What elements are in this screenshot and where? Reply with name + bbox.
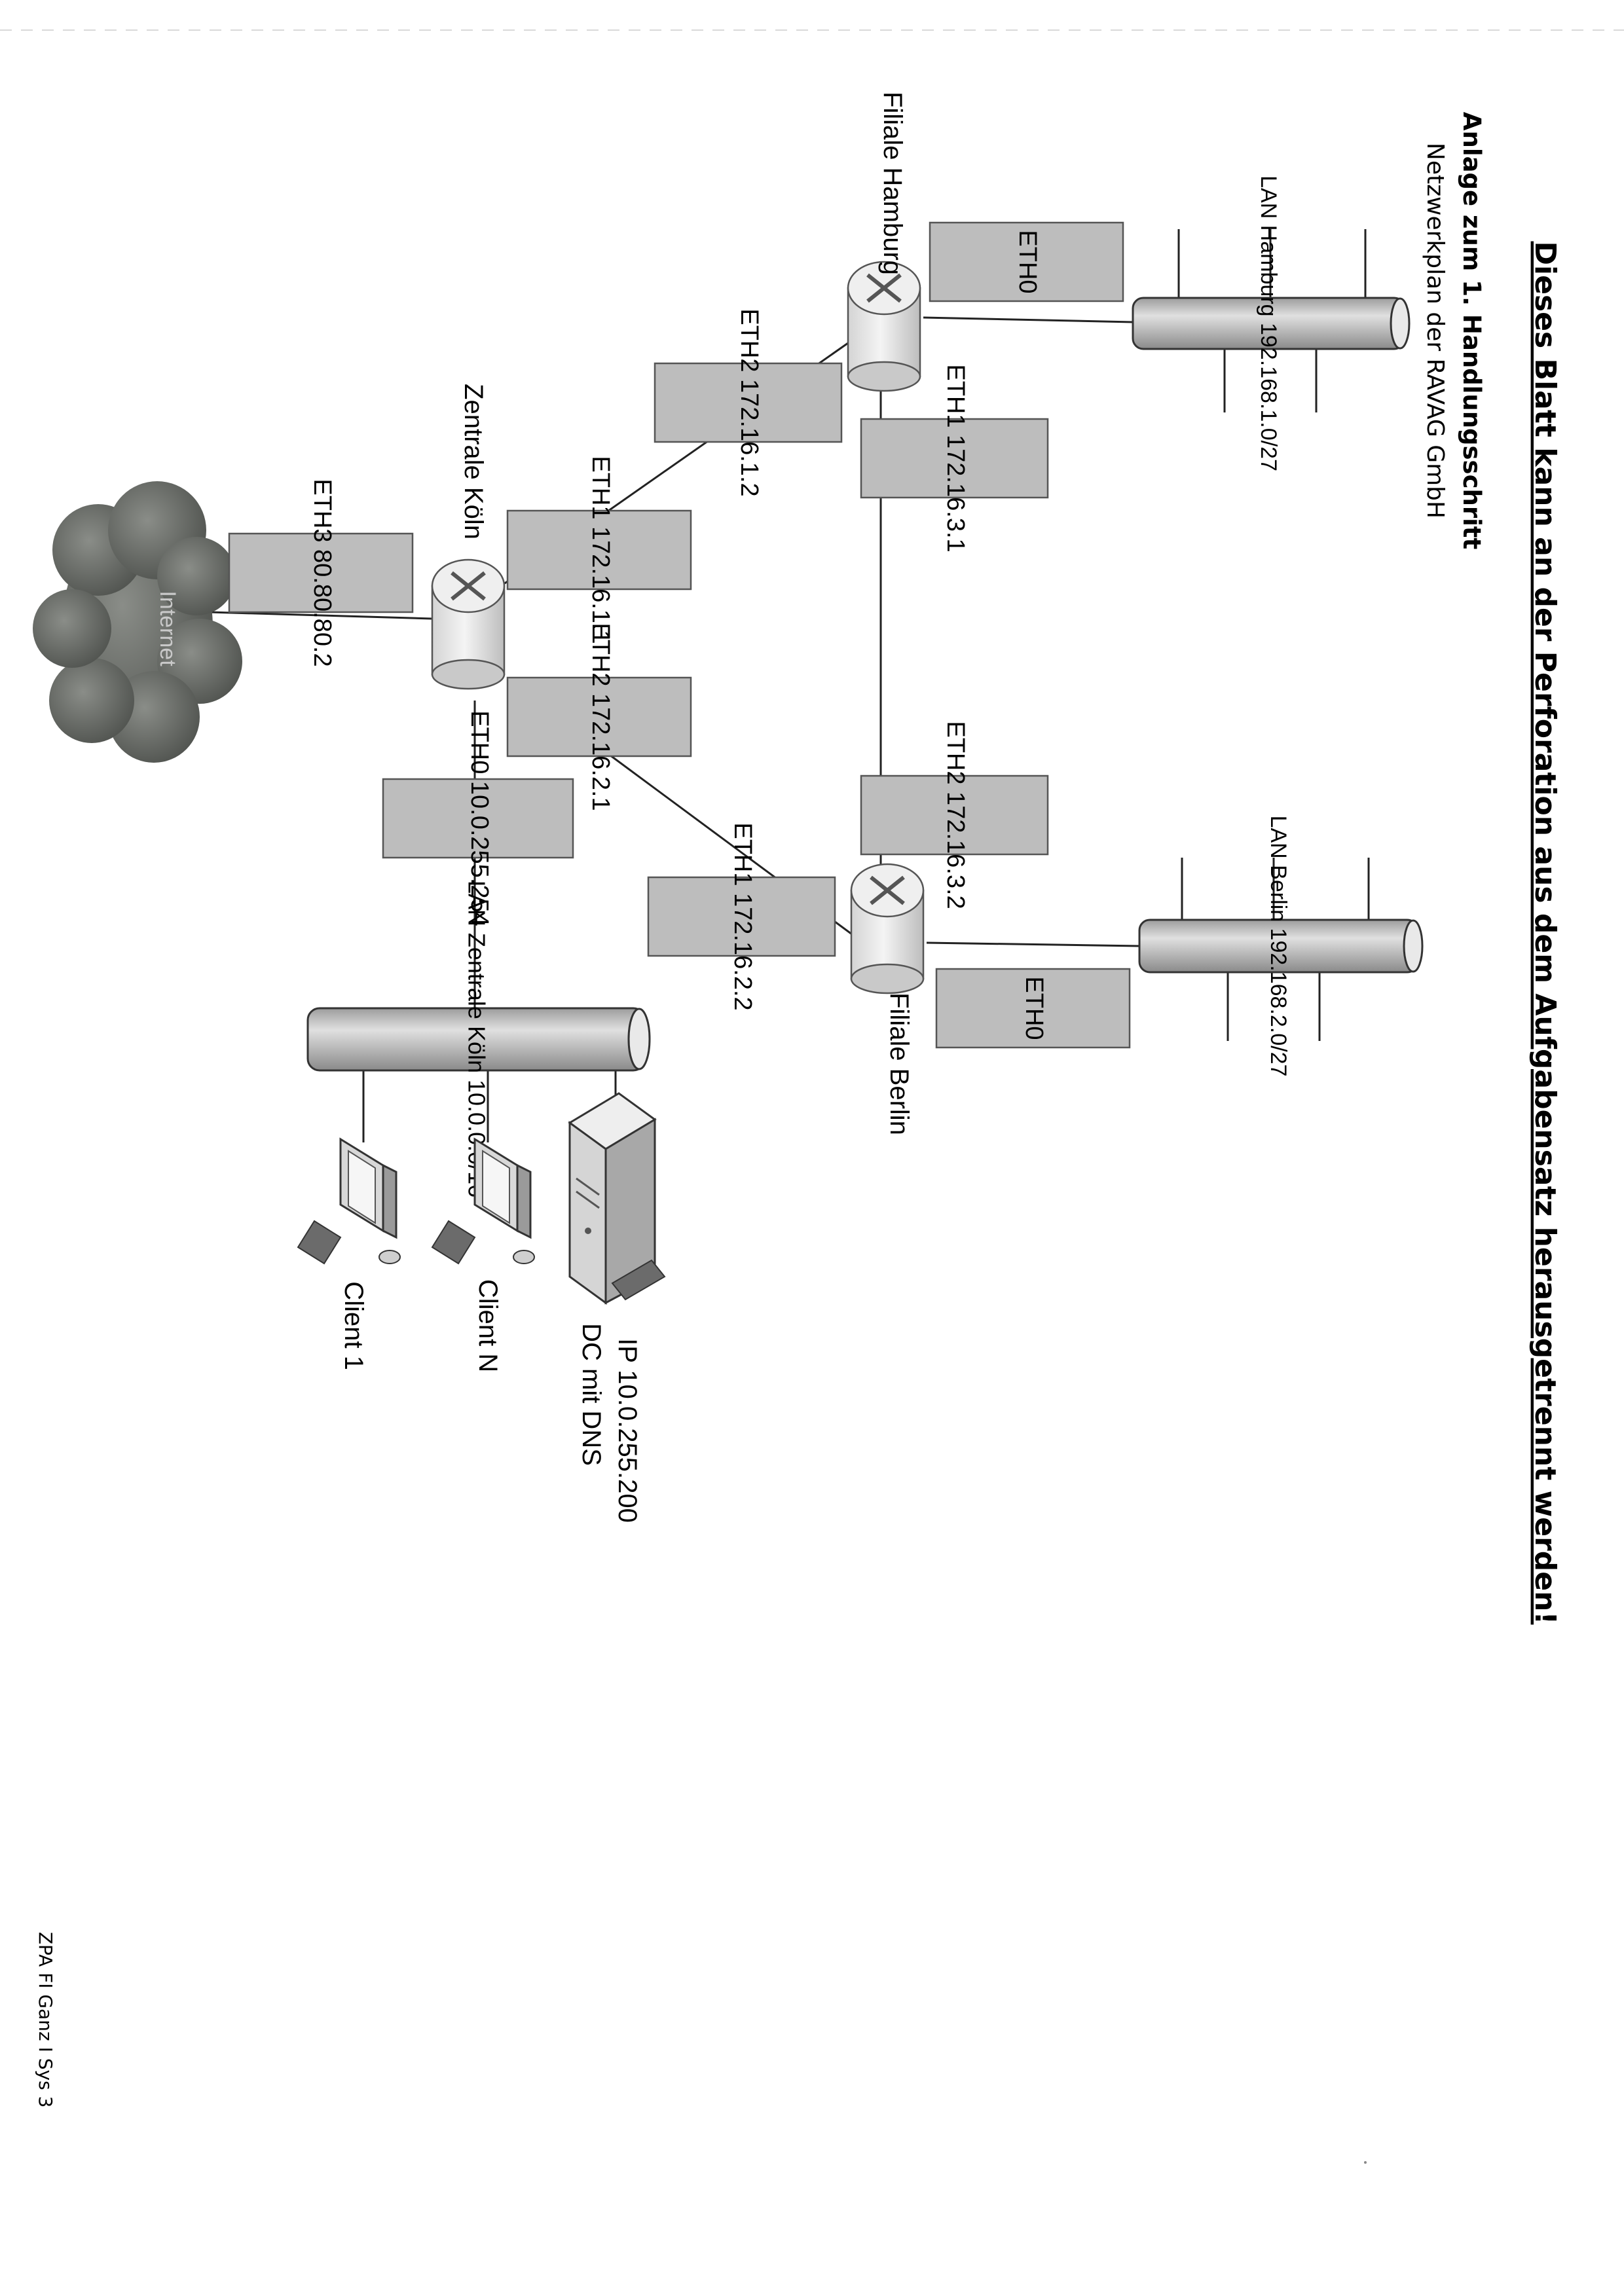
interface-box-k-eth2: ETH2 172.16.2.1 bbox=[506, 623, 692, 811]
lan-koeln-segment: LAN Zentrale Köln 10.0.0.0/16 bbox=[306, 881, 651, 1197]
svg-text:LAN Hamburg 192.168.1.0/27: LAN Hamburg 192.168.1.0/27 bbox=[1256, 175, 1281, 471]
svg-text:ETH0: ETH0 bbox=[1014, 230, 1041, 293]
link-berlin-lan bbox=[926, 941, 1140, 947]
svg-text:ETH1 172.16.2.2: ETH1 172.16.2.2 bbox=[729, 822, 756, 1010]
interface-box-hh-eth1: ETH1 172.16.3.1 bbox=[860, 364, 1049, 553]
interface-box-k-eth1: ETH1 172.16.1.1 bbox=[506, 456, 692, 644]
attachment-subtitle: Netzwerkplan der RAVAG GmbH bbox=[1422, 143, 1449, 519]
svg-text:LAN Berlin 192.168.2.0/27: LAN Berlin 192.168.2.0/27 bbox=[1266, 816, 1291, 1077]
client-1-label: Client 1 bbox=[339, 1281, 368, 1370]
internet-cloud-icon: Internet bbox=[33, 481, 242, 763]
router-koeln-icon bbox=[431, 558, 506, 690]
svg-text:ETH0 10.0.255.254: ETH0 10.0.255.254 bbox=[466, 710, 493, 926]
interface-box-b-eth1: ETH1 172.16.2.2 bbox=[647, 822, 836, 1011]
client-1-computer-icon bbox=[297, 1137, 401, 1265]
router-berlin-icon bbox=[850, 863, 925, 994]
svg-text:ETH1 172.16.3.1: ETH1 172.16.3.1 bbox=[942, 364, 969, 552]
client-n-label: Client N bbox=[473, 1279, 502, 1372]
router-hamburg-icon bbox=[847, 261, 921, 392]
lan-hamburg-segment: LAN Hamburg 192.168.1.0/27 bbox=[1132, 175, 1411, 471]
site-label-koeln: Zentrale Köln bbox=[459, 384, 488, 539]
link-hamburg-lan bbox=[923, 316, 1134, 323]
interface-box-b-eth0: ETH0 bbox=[935, 968, 1131, 1049]
attachment-title: Anlage zum 1. Handlungsschritt bbox=[1458, 112, 1486, 549]
internet-label: Internet bbox=[155, 591, 180, 666]
interface-box-b-eth2: ETH2 172.16.3.2 bbox=[860, 721, 1049, 909]
dc-label-line1: DC mit DNS bbox=[577, 1323, 606, 1466]
svg-text:ETH2 172.16.3.2: ETH2 172.16.3.2 bbox=[942, 721, 969, 909]
site-label-berlin: Filiale Berlin bbox=[885, 993, 913, 1135]
client-n-computer-icon bbox=[431, 1137, 535, 1265]
svg-text:ETH0: ETH0 bbox=[1020, 976, 1048, 1040]
svg-text:ETH2 172.16.1.2: ETH2 172.16.1.2 bbox=[735, 308, 763, 496]
svg-text:ETH2 172.16.2.1: ETH2 172.16.2.1 bbox=[587, 623, 614, 811]
link-internet-koeln bbox=[209, 611, 433, 620]
site-label-hamburg: Filiale Hamburg bbox=[878, 92, 907, 275]
interface-box-hh-eth0: ETH0 bbox=[929, 221, 1124, 302]
svg-text:ETH1 172.16.1.1: ETH1 172.16.1.1 bbox=[587, 456, 614, 644]
interface-box-k-eth3: ETH3 80.80.80.2 bbox=[228, 479, 414, 667]
dc-server-icon bbox=[568, 1092, 666, 1305]
svg-text:ETH3 80.80.80.2: ETH3 80.80.80.2 bbox=[308, 479, 336, 666]
footer-code: ZPA FI Ganz I Sys 3 bbox=[35, 1932, 56, 2108]
perforation-note: Dieses Blatt kann an der Perforation aus… bbox=[1528, 242, 1562, 1625]
interface-box-k-eth0: ETH0 10.0.255.254 bbox=[382, 710, 574, 926]
dc-label-line2: IP 10.0.255.200 bbox=[613, 1338, 642, 1523]
interface-box-hh-eth2: ETH2 172.16.1.2 bbox=[654, 308, 843, 497]
lan-berlin-segment: LAN Berlin 192.168.2.0/27 bbox=[1138, 816, 1424, 1077]
